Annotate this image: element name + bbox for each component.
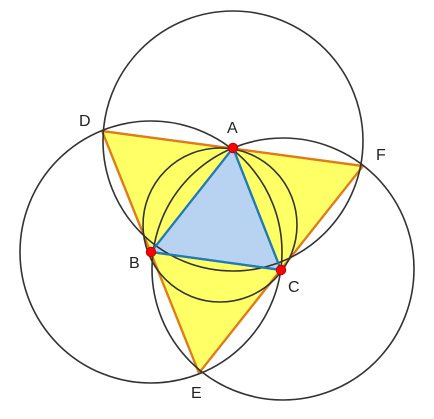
label-f: F (376, 147, 386, 164)
circle-left (19, 120, 283, 384)
point-b (145, 246, 157, 258)
label-a: A (227, 120, 238, 137)
circle-right (151, 137, 415, 401)
circle-top (102, 10, 364, 272)
point-a (227, 142, 239, 154)
circle-inner-abc (142, 147, 298, 303)
label-c: C (288, 279, 300, 296)
inner-triangle-edges (149, 147, 283, 272)
label-b: B (129, 255, 140, 272)
label-d: D (79, 113, 91, 130)
label-e: E (191, 385, 202, 402)
point-c (275, 264, 287, 276)
